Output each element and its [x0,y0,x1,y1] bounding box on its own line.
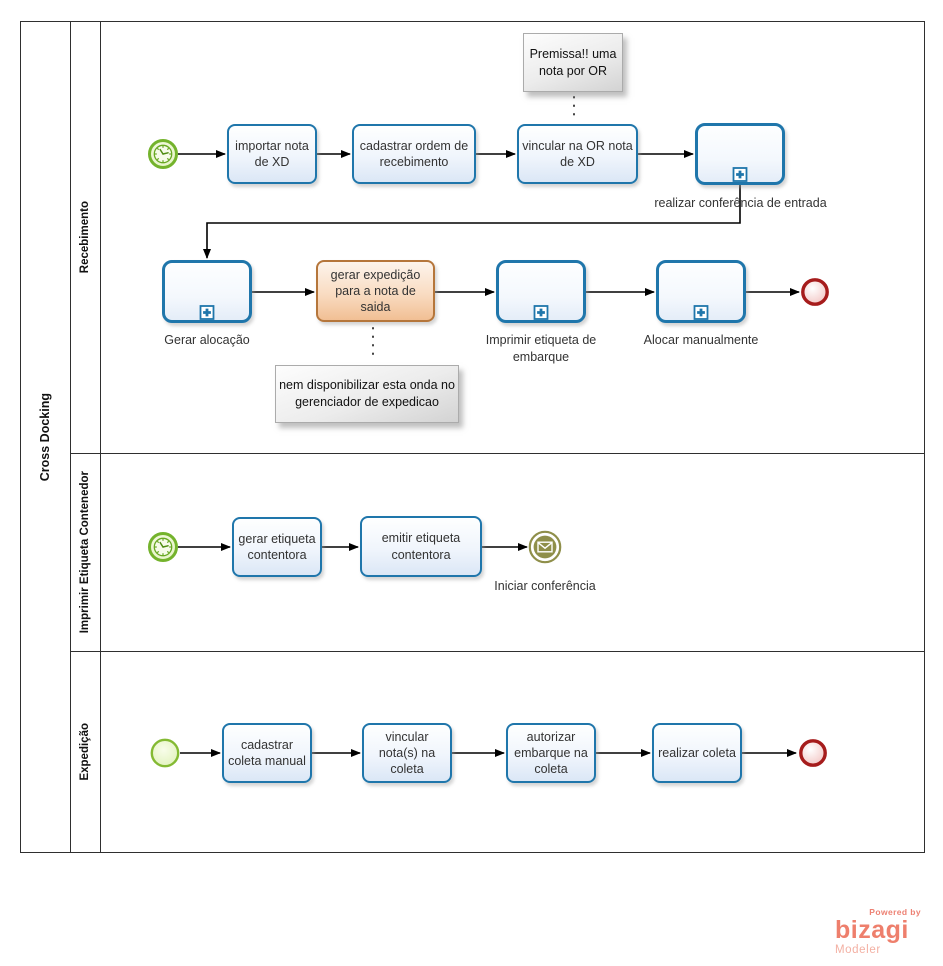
task-realizar-coleta[interactable]: realizar coleta [652,723,742,783]
pool-boundary [20,21,925,853]
lane-divider-2 [70,651,925,652]
task-label: realizar coleta [658,745,736,760]
lane-divider-1 [70,453,925,454]
task-vincular-or-nota-xd[interactable]: vincular na OR nota de XD [517,124,638,184]
task-gerar-etiqueta-contentora[interactable]: gerar etiqueta contentora [232,517,322,577]
task-label: cadastrar ordem de recebimento [359,138,469,169]
label-gerar-alocacao: Gerar alocação [164,333,250,347]
task-autorizar-embarque-coleta[interactable]: autorizar embarque na coleta [506,723,596,783]
task-importar-nota-xd[interactable]: importar nota de XD [227,124,317,184]
subprocess-plus-icon [732,167,748,182]
message-icon [528,530,562,564]
pool-header-divider [70,21,71,853]
task-label: autorizar embarque na coleta [514,729,588,777]
end-event-icon [799,739,827,767]
task-cadastrar-coleta-manual[interactable]: cadastrar coleta manual [222,723,312,783]
pool-title: Cross Docking [20,21,70,853]
task-emitir-etiqueta-contentora[interactable]: emitir etiqueta contentora [360,516,482,577]
message-event-iniciar-conferencia[interactable] [527,529,563,570]
annotation-premissa[interactable]: Premissa!! uma nota por OR [523,33,623,92]
task-vincular-notas-coleta[interactable]: vincular nota(s) na coleta [362,723,452,783]
label-imprimir-etiqueta-embarque: Imprimir etiqueta de embarque [485,333,597,364]
lane-label-imprimir-etiqueta-contenedor: Imprimir Etiqueta Contenedor [70,453,100,651]
task-cadastrar-ordem-recebimento[interactable]: cadastrar ordem de recebimento [352,124,476,184]
timer-icon [148,139,178,169]
timer-start-event-recebimento[interactable] [146,137,180,176]
bizagi-brand-text: bizagi [835,915,909,944]
bizagi-logo: Powered by bizagi Modeler [835,908,923,956]
lane-header-divider [100,21,101,853]
lane-label-expedicao: Expedição [70,651,100,853]
timer-start-event-etiqueta[interactable] [146,530,180,569]
lane-label-recebimento: Recebimento [70,21,100,453]
annotation-text: nem disponibilizar esta onda no gerencia… [279,378,455,409]
task-label: gerar etiqueta contentora [238,531,316,562]
task-label: gerar expedição para a nota de saida [330,267,421,315]
subprocess-plus-icon [693,305,709,320]
bizagi-product-text: Modeler [835,943,881,956]
task-label: cadastrar coleta manual [228,737,306,768]
lane-label-text: Expedição [79,723,91,781]
pool-title-text: Cross Docking [38,392,52,482]
task-gerar-expedicao-nota-saida[interactable]: gerar expedição para a nota de saida [316,260,435,322]
subprocess-gerar-alocacao[interactable] [162,260,252,323]
subprocess-realizar-conferencia-entrada[interactable] [695,123,785,185]
task-label: vincular nota(s) na coleta [378,729,436,777]
label-iniciar-conferencia: Iniciar conferência [494,579,596,593]
subprocess-imprimir-etiqueta-embarque[interactable] [496,260,586,323]
task-label: importar nota de XD [235,138,309,169]
annotation-text: Premissa!! uma nota por OR [529,46,617,78]
label-realizar-conferencia-entrada: realizar conferência de entrada [654,196,827,210]
lane-label-text: Recebimento [79,200,91,274]
subprocess-alocar-manualmente[interactable] [656,260,746,323]
start-event-expedicao[interactable] [149,737,181,774]
task-label: emitir etiqueta contentora [381,531,461,562]
annotation-nem-disponibilizar[interactable]: nem disponibilizar esta onda no gerencia… [275,365,459,423]
subprocess-plus-icon [533,305,549,320]
end-event-icon [801,278,829,306]
timer-icon [148,532,178,562]
start-event-icon [150,738,180,768]
label-alocar-manualmente: Alocar manualmente [643,333,759,347]
task-label: vincular na OR nota de XD [522,138,633,169]
end-event-recebimento[interactable] [800,277,830,312]
lane-label-text: Imprimir Etiqueta Contenedor [79,470,91,634]
end-event-expedicao[interactable] [798,738,828,773]
subprocess-plus-icon [199,305,215,320]
powered-by-text: Powered by [869,907,921,917]
